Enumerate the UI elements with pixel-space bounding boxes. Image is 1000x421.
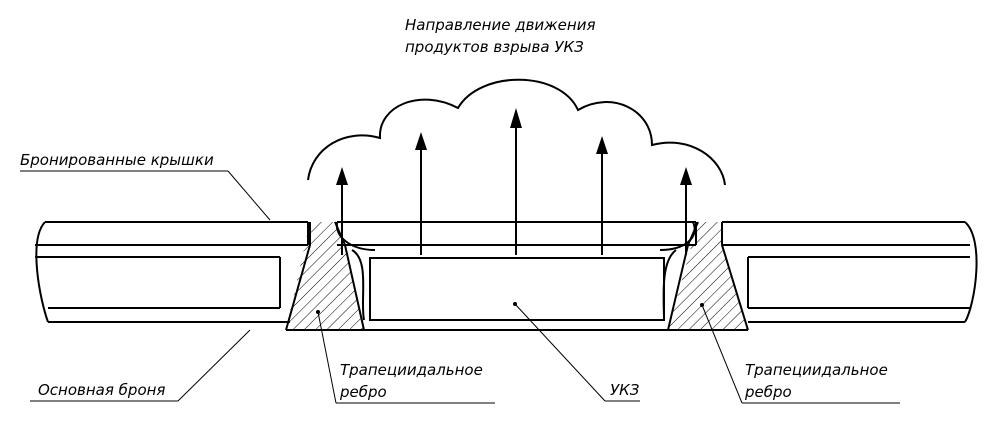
- center-cover: [335, 221, 697, 321]
- explosion-cloud: [307, 78, 726, 186]
- armor-right: [722, 221, 978, 323]
- explosion-arrows: [336, 108, 692, 255]
- leader-armored-covers: Бронированные крышки: [20, 151, 271, 221]
- label-trap-rib-right-2: ребро: [744, 383, 792, 401]
- direction-title-line2: продуктов взрыва УКЗ: [405, 38, 584, 56]
- trap-rib-right: [667, 221, 749, 331]
- label-armored-covers: Бронированные крышки: [20, 151, 214, 169]
- label-ukz: УКЗ: [610, 381, 640, 399]
- label-main-armor: Основная броня: [38, 381, 165, 399]
- label-trap-rib-right-1: Трапециидальное: [745, 361, 888, 379]
- armor-left: [35, 221, 309, 323]
- leader-trap-rib-right: Трапециидальное ребро: [700, 303, 900, 404]
- trap-rib-left: [285, 221, 365, 331]
- leader-trap-rib-left: Трапециидальное ребро: [316, 310, 495, 404]
- label-trap-rib-left-1: Трапециидальное: [340, 361, 483, 379]
- leader-ukz: УКЗ: [514, 303, 640, 402]
- direction-title-line1: Направление движения: [405, 16, 595, 34]
- label-trap-rib-left-2: ребро: [339, 383, 387, 401]
- leader-main-armor: Основная броня: [30, 329, 251, 402]
- ukz-block: [364, 257, 668, 331]
